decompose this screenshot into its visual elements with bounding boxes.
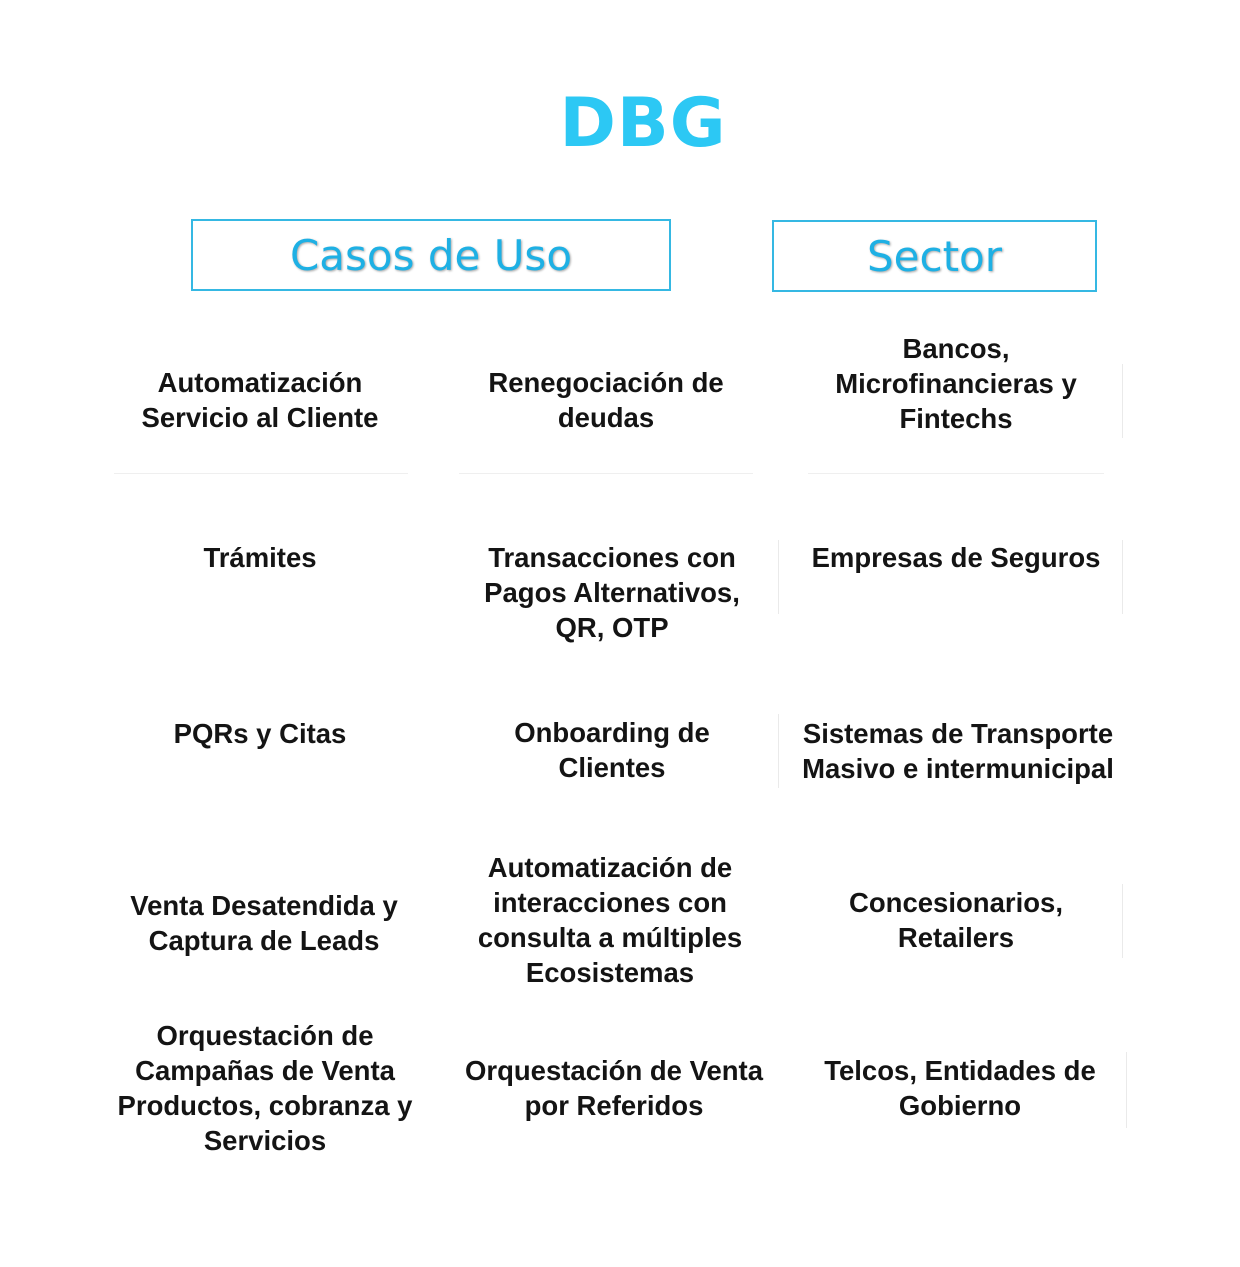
use-case-text: Renegociación de deudas [488, 367, 724, 433]
sector-cell: Bancos, Microfinancieras y Fintechs [796, 328, 1116, 438]
divider [778, 714, 779, 788]
sector-cell: Empresas de Seguros [786, 539, 1126, 575]
sector-cell: Concesionarios, Retailers [796, 884, 1116, 956]
sector-cell: Sistemas de Transporte Masivo e intermun… [782, 715, 1134, 787]
use-case-text: PQRs y Citas [173, 717, 347, 749]
use-case-text: Automatización de interacciones con cons… [477, 852, 743, 988]
sector-text: Empresas de Seguros [811, 541, 1101, 573]
header-casos-de-uso-label: Casos de Uso [289, 230, 573, 280]
sector-text: Bancos, Microfinancieras y Fintechs [835, 332, 1077, 434]
header-sector-label: Sector [866, 231, 1003, 281]
use-case-text: Onboarding de Clientes [514, 717, 710, 783]
header-casos-de-uso: Casos de Uso [191, 219, 671, 291]
use-case-cell: Onboarding de Clientes [452, 714, 772, 786]
use-case-cell: PQRs y Citas [100, 715, 420, 751]
use-case-text: Orquestación de Campañas de Venta Produc… [117, 1020, 413, 1156]
divider [1122, 884, 1123, 958]
use-case-cell: Automatización Servicio al Cliente [100, 330, 420, 470]
divider [778, 540, 779, 614]
header-sector: Sector [772, 220, 1097, 292]
dbg-logo: DBG [559, 84, 727, 163]
use-case-cell: Orquestación de Campañas de Venta Produc… [100, 1017, 430, 1159]
use-case-text: Trámites [203, 541, 317, 573]
sector-cell: Telcos, Entidades de Gobierno [800, 1052, 1120, 1124]
use-case-text: Transacciones con Pagos Alternativos, QR… [484, 541, 740, 643]
use-case-text: Orquestación de Venta por Referidos [464, 1055, 763, 1121]
use-case-cell: Venta Desatendida y Captura de Leads [104, 887, 424, 959]
sector-text: Telcos, Entidades de Gobierno [824, 1055, 1096, 1121]
divider [114, 473, 408, 474]
use-case-text: Automatización Servicio al Cliente [141, 367, 379, 433]
use-case-text: Venta Desatendida y Captura de Leads [130, 890, 398, 956]
divider [1122, 364, 1123, 438]
use-case-cell: Orquestación de Venta por Referidos [452, 1052, 776, 1124]
use-case-cell: Trámites [100, 539, 420, 575]
divider [808, 473, 1104, 474]
divider [1126, 1052, 1127, 1128]
divider [1122, 540, 1123, 614]
sector-text: Concesionarios, Retailers [849, 887, 1063, 953]
divider [459, 473, 753, 474]
sector-text: Sistemas de Transporte Masivo e intermun… [802, 718, 1114, 784]
use-case-cell: Transacciones con Pagos Alternativos, QR… [452, 539, 772, 645]
use-case-cell: Automatización de interacciones con cons… [450, 849, 770, 991]
use-case-cell: Renegociación de deudas [446, 330, 766, 470]
